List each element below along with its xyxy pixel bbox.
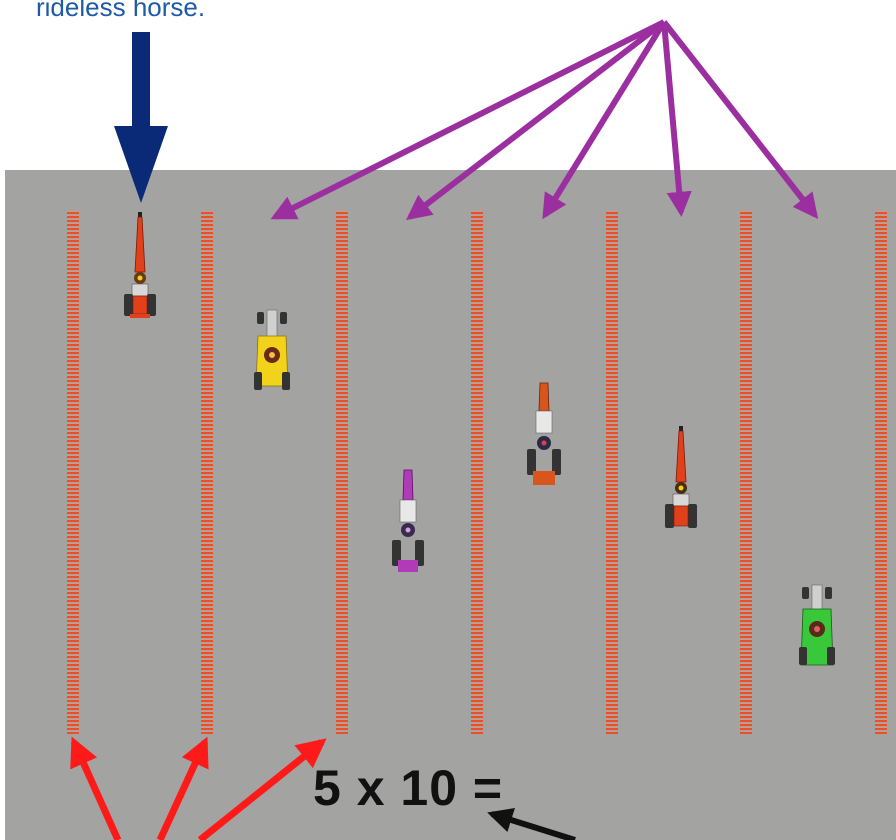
lane-line-1 [67, 210, 79, 734]
car-orange-rider [527, 382, 561, 485]
purple-arrow-3 [542, 20, 667, 220]
purple-arrow-5 [661, 20, 819, 219]
red-arrow-2 [156, 736, 209, 840]
red-arrow-1 [70, 736, 122, 840]
top-caption: rideless horse. [36, 0, 206, 22]
lane-line-6 [740, 210, 752, 734]
car-yellow [254, 309, 290, 390]
red-arrow-3 [197, 738, 327, 840]
purple-arrow-2 [406, 19, 666, 221]
navy-arrow [114, 32, 168, 203]
lane-line-7 [875, 210, 887, 734]
equation-text: 5 x 10 = [313, 760, 504, 816]
car-rideless-orange [124, 212, 156, 318]
car-red-dragster [665, 426, 697, 528]
purple-arrow-1 [270, 19, 666, 220]
car-purple [392, 469, 424, 572]
purple-arrow-4 [661, 21, 692, 218]
lane-line-3 [336, 210, 348, 734]
car-green [799, 584, 835, 666]
lane-line-2 [201, 210, 213, 734]
lane-line-5 [606, 210, 618, 734]
purple-arrows [270, 19, 819, 221]
black-arrow [487, 808, 576, 840]
red-arrows [70, 736, 327, 840]
lane-line-4 [471, 210, 483, 734]
lane-lines [67, 210, 887, 734]
